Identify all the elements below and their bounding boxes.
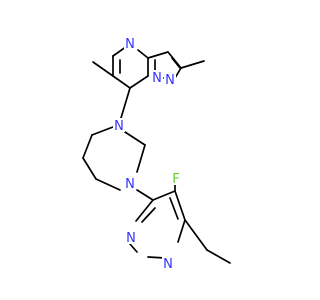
bond: [136, 189, 154, 201]
bond: [171, 57, 181, 69]
bond: [141, 207, 156, 223]
bond: [135, 199, 154, 222]
bond: [152, 190, 176, 201]
atom-label-n: N: [163, 257, 173, 272]
atom-labels: N N N N N F N N: [113, 36, 181, 272]
bond: [129, 243, 138, 253]
atom-label-f: F: [172, 172, 179, 187]
bond: [177, 219, 186, 243]
bond: [206, 249, 231, 264]
bond: [82, 134, 93, 159]
bond: [180, 60, 205, 69]
atom-label-n: N: [152, 71, 162, 86]
molecule-canvas: N N N N N F N N: [82, 36, 231, 272]
structure-diagram: N N N N N F N N: [82, 36, 231, 272]
bond: [82, 157, 97, 180]
atom-label-n: N: [165, 73, 175, 88]
bond: [92, 61, 114, 77]
bond: [112, 75, 131, 89]
atom-label-n: N: [125, 177, 135, 192]
bond: [124, 131, 146, 146]
bond: [91, 126, 114, 136]
bond: [169, 197, 179, 220]
bond: [147, 51, 169, 59]
bond: [129, 75, 149, 89]
bond: [184, 219, 208, 251]
atom-label-n: N: [114, 119, 124, 134]
bond: [137, 49, 149, 59]
bond: [174, 190, 186, 221]
atom-label-n: N: [125, 37, 135, 52]
bond: [120, 87, 131, 119]
bond: [136, 144, 146, 173]
atom-label-n: N: [126, 231, 136, 246]
bond: [95, 178, 121, 191]
